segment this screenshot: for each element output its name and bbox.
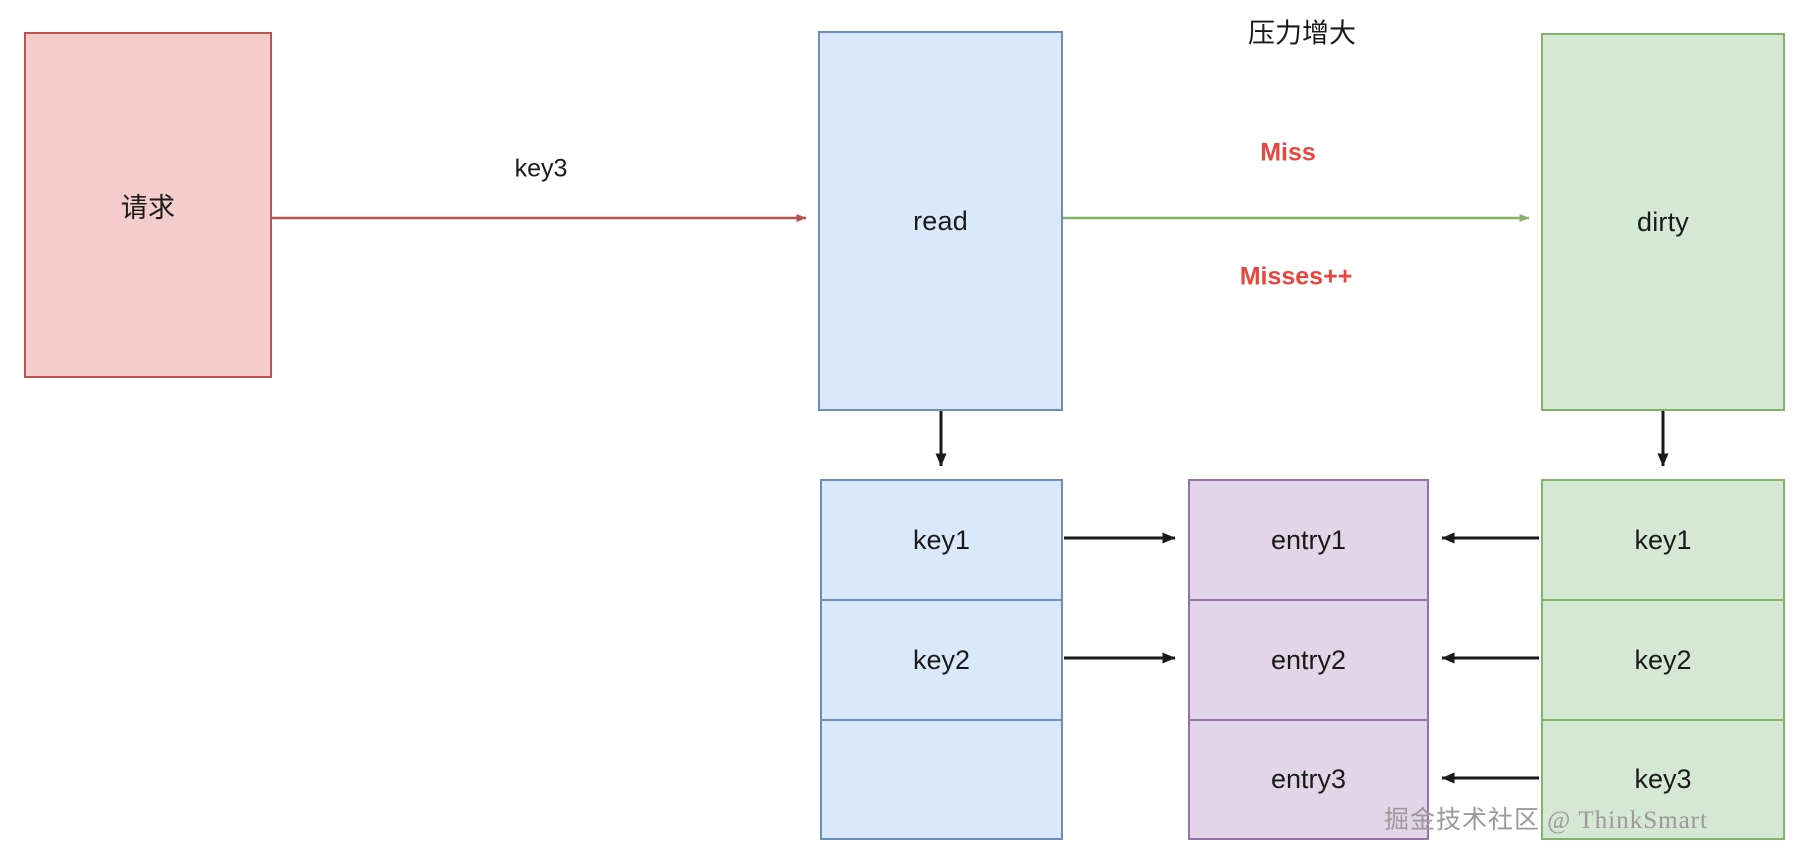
table-read-map[interactable]: key1 key2	[820, 479, 1063, 840]
table-row[interactable]: key3	[1543, 719, 1783, 838]
node-dirty[interactable]: dirty	[1541, 33, 1785, 411]
table-dirty-map[interactable]: key1 key2 key3	[1541, 479, 1785, 840]
node-read[interactable]: read	[818, 31, 1063, 411]
table-entries[interactable]: entry1 entry2 entry3	[1188, 479, 1429, 840]
edge-label-key3: key3	[514, 154, 568, 183]
table-row[interactable]: key2	[822, 599, 1061, 719]
node-request[interactable]: 请求	[24, 32, 272, 378]
table-row[interactable]: entry1	[1270, 524, 1347, 555]
watermark: 掘金技术社区 @ ThinkSmart	[1384, 807, 1708, 834]
table-row[interactable]: entry3	[1190, 719, 1427, 838]
annotation-pressure-increase: 压力增大	[1248, 18, 1356, 49]
table-row[interactable]	[822, 719, 1061, 838]
node-read-label: read	[913, 205, 968, 236]
table-row[interactable]: key1	[1634, 524, 1692, 555]
table-row[interactable]: key1	[912, 524, 971, 555]
node-request-label: 请求	[120, 192, 176, 223]
edge-label-miss: Miss	[1260, 138, 1316, 167]
table-row[interactable]: entry2	[1190, 599, 1427, 719]
table-row[interactable]: key2	[1543, 599, 1783, 719]
node-dirty-label: dirty	[1636, 206, 1689, 237]
edge-label-misses-increment: Misses++	[1239, 262, 1353, 291]
